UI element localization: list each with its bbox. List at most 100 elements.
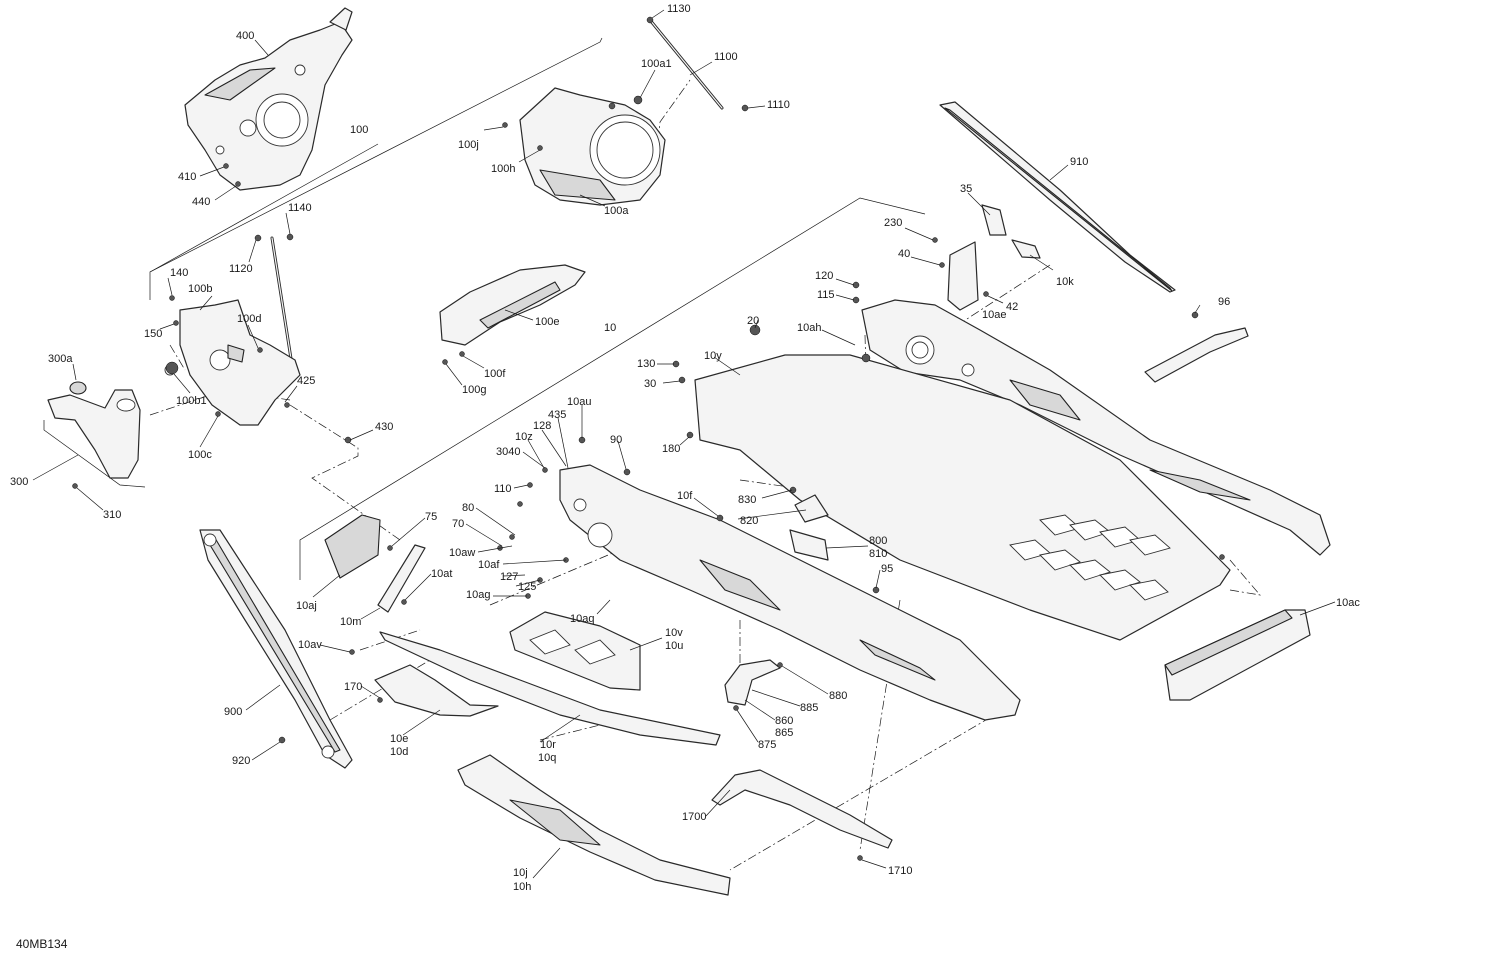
callout-910: 910	[1070, 156, 1088, 168]
callout-110: 110	[494, 483, 512, 495]
part-10r-strip	[379, 631, 721, 746]
callout-1140: 1140	[288, 202, 312, 214]
callout-1700: 1700	[682, 811, 706, 823]
callout-10j: 10j	[513, 867, 528, 879]
callout-410: 410	[178, 171, 196, 183]
document-id: 40MB134	[16, 937, 68, 951]
part-1100-rod	[646, 16, 749, 112]
group-brackets	[43, 37, 926, 580]
callout-100a: 100a	[604, 205, 629, 217]
part-10y-tunnel-plate	[694, 354, 1231, 641]
part-10aj-mesh	[324, 514, 381, 579]
callout-440: 440	[192, 196, 210, 208]
callout-100f: 100f	[484, 368, 506, 380]
callout-300a: 300a	[48, 353, 73, 365]
callout-10ac: 10ac	[1336, 597, 1360, 609]
part-10v-plate	[509, 611, 641, 691]
callout-100: 100	[350, 124, 368, 136]
callout-90: 90	[610, 434, 622, 446]
callout-10q: 10q	[538, 752, 556, 764]
callout-30: 30	[644, 378, 656, 390]
callout-96: 96	[1218, 296, 1230, 308]
callout-20: 20	[747, 315, 759, 327]
callout-100c: 100c	[188, 449, 212, 461]
callout-130: 130	[637, 358, 655, 370]
callout-860: 860	[775, 715, 793, 727]
callout-1120: 1120	[229, 263, 253, 275]
callout-100b: 100b	[188, 283, 212, 295]
callout-430: 430	[375, 421, 393, 433]
part-10f-left-rail	[559, 464, 1021, 721]
callout-800: 800	[869, 535, 887, 547]
callout-10v: 10v	[665, 627, 683, 639]
callout-70: 70	[452, 518, 464, 530]
callout-1710: 1710	[888, 865, 912, 877]
callout-10au: 10au	[567, 396, 591, 408]
part-10m-strut	[377, 544, 426, 613]
callout-820: 820	[740, 515, 758, 527]
callout-400: 400	[236, 30, 254, 42]
callout-1110: 1110	[767, 99, 790, 111]
callout-150: 150	[144, 328, 162, 340]
fasteners	[72, 122, 1225, 861]
callout-920: 920	[232, 755, 250, 767]
part-10j-lower-rail	[457, 754, 731, 896]
callout-300: 300	[10, 476, 28, 488]
callout-140: 140	[170, 267, 188, 279]
part-400-front-bulkhead	[184, 7, 353, 191]
part-910-rail	[939, 101, 1176, 293]
callout-885: 885	[800, 702, 818, 714]
callout-865: 865	[775, 727, 793, 739]
callout-115: 115	[817, 289, 835, 301]
callout-880: 880	[829, 690, 847, 702]
part-100a-front-frame	[519, 87, 666, 206]
callout-80: 80	[462, 502, 474, 514]
callout-1130: 1130	[667, 3, 691, 15]
callout-95: 95	[881, 563, 893, 575]
callout-10at: 10at	[431, 568, 452, 580]
callout-75: 75	[425, 511, 437, 523]
callout-10h: 10h	[513, 881, 531, 893]
callout-10aw: 10aw	[449, 547, 475, 559]
callout-10af: 10af	[478, 559, 500, 571]
callout-100e: 100e	[535, 316, 559, 328]
callout-10d: 10d	[390, 746, 408, 758]
callout-10ah: 10ah	[797, 322, 821, 334]
callout-10k: 10k	[1056, 276, 1074, 288]
callout-35: 35	[960, 183, 972, 195]
callout-170: 170	[344, 681, 362, 693]
callout-120: 120	[815, 270, 833, 282]
callout-100d: 100d	[237, 313, 261, 325]
part-1700-runner	[711, 769, 893, 849]
callout-128: 128	[533, 420, 551, 432]
callout-10z: 10z	[515, 431, 533, 443]
callout-100a1: 100a1	[641, 58, 672, 70]
callout-100g: 100g	[462, 384, 486, 396]
callout-127: 127	[500, 571, 518, 583]
callout-10ae: 10ae	[982, 309, 1006, 321]
callout-900: 900	[224, 706, 242, 718]
callout-labels: 400 410 440 100 1130 1100 100a1 1110 100…	[10, 3, 1360, 893]
callout-100j: 100j	[458, 139, 479, 151]
callout-10aq: 10aq	[570, 613, 594, 625]
part-10ac-crossbar	[1164, 609, 1311, 701]
part-100e-bracket	[439, 264, 586, 346]
leader-lines	[32, 9, 1336, 879]
part-800-bracket	[789, 494, 829, 561]
callout-875: 875	[758, 739, 776, 751]
callout-180: 180	[662, 443, 680, 455]
callout-42: 42	[1006, 301, 1018, 313]
callout-810: 810	[869, 548, 887, 560]
callout-10ag: 10ag	[466, 589, 490, 601]
callout-10m: 10m	[340, 616, 361, 628]
callout-10u: 10u	[665, 640, 683, 652]
callout-10aj: 10aj	[296, 600, 317, 612]
part-10e-bracket	[374, 664, 499, 717]
callout-1100: 1100	[714, 51, 738, 63]
callout-425: 425	[297, 375, 315, 387]
part-10ah-right-rail	[861, 299, 1331, 556]
callout-10y: 10y	[704, 350, 722, 362]
part-300-steering-support	[47, 381, 141, 479]
callout-10av: 10av	[298, 639, 322, 651]
